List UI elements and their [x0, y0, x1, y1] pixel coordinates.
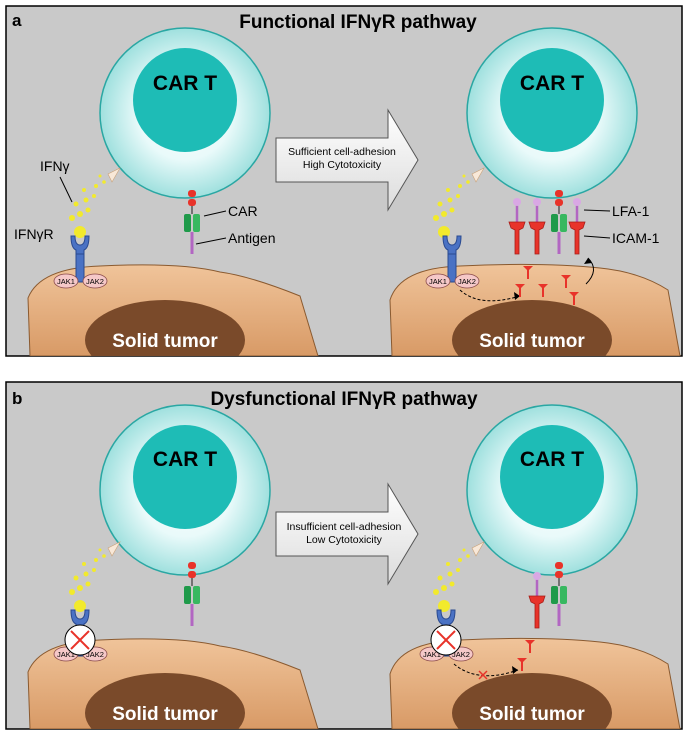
lfa1-icam1-pairs	[507, 198, 587, 256]
transition-arrow-b	[275, 482, 419, 586]
jak1-label-left: JAK1	[57, 277, 75, 286]
arrow-b-line2: Low Cytotoxicity	[306, 534, 383, 546]
arrow-a-line2: High Cytotoxicity	[303, 159, 382, 171]
label-icam1: ICAM-1	[612, 230, 660, 246]
panel-b-title: Dysfunctional IFNγR pathway	[210, 389, 478, 410]
label-ifngr: IFNγR	[14, 226, 54, 242]
panel-a-title: Functional IFNγR pathway	[239, 12, 477, 33]
panel-a: a Functional IFNγR pathway Solid tumor S…	[5, 5, 683, 357]
jak2-label-right-b: JAK2	[452, 650, 470, 659]
panel-b-letter: b	[12, 389, 22, 408]
upregulation-arrow-a	[585, 257, 594, 285]
jak-proteins-left: JAK1 JAK2	[53, 273, 108, 289]
ifng-cytokine-left	[69, 167, 121, 238]
block-x-icon-right	[430, 624, 462, 656]
tumor-label-right: Solid tumor	[479, 331, 585, 352]
tumor-nucleus-left	[85, 300, 245, 356]
tumor-nucleus-left-b	[85, 673, 245, 729]
tumor-label-right-b: Solid tumor	[479, 704, 585, 725]
panel-a-letter: a	[12, 11, 22, 30]
jak-proteins-right: JAK1 JAK2	[425, 273, 480, 289]
signal-arrow-dashed-a	[459, 289, 521, 302]
car-t-label-right-b: CAR T	[520, 448, 584, 471]
ifng-cytokine-left-b	[69, 541, 121, 612]
jak1-label-left-b: JAK1	[57, 650, 75, 659]
ifng-cytokine-right	[433, 167, 485, 238]
label-lfa1: LFA-1	[612, 203, 650, 219]
car-t-nucleus-right-b	[500, 425, 604, 529]
lfa1-icam1-pair-b	[527, 572, 547, 630]
car-t-nucleus-left-b	[133, 425, 237, 529]
car-t-nucleus-right	[500, 48, 604, 152]
label-car: CAR	[228, 203, 258, 219]
tumor-nucleus-right-b	[452, 673, 612, 729]
block-x-icon-left	[64, 624, 96, 656]
ifng-cytokine-right-b	[433, 541, 485, 612]
tumor-nucleus-right	[452, 300, 612, 356]
jak2-label-right: JAK2	[458, 277, 476, 286]
label-antigen: Antigen	[228, 230, 275, 246]
transition-arrow-a	[275, 108, 419, 212]
car-t-nucleus-left	[133, 48, 237, 152]
car-t-label-left-b: CAR T	[153, 448, 217, 471]
car-t-label-left: CAR T	[153, 72, 217, 95]
label-ifng: IFNγ	[40, 158, 70, 174]
jak2-label-left: JAK2	[86, 277, 104, 286]
car-t-label-right: CAR T	[520, 72, 584, 95]
arrow-b-line1: Insufficient cell-adhesion	[287, 521, 402, 533]
tumor-label-left: Solid tumor	[112, 331, 218, 352]
jak2-label-left-b: JAK2	[86, 650, 104, 659]
panel-b: b Dysfunctional IFNγR pathway Solid tumo…	[5, 381, 683, 730]
arrow-a-line1: Sufficient cell-adhesion	[288, 146, 396, 158]
inhibited-x-icon	[478, 670, 488, 680]
jak1-label-right: JAK1	[429, 277, 447, 286]
tumor-label-left-b: Solid tumor	[112, 704, 218, 725]
jak1-label-right-b: JAK1	[423, 650, 441, 659]
